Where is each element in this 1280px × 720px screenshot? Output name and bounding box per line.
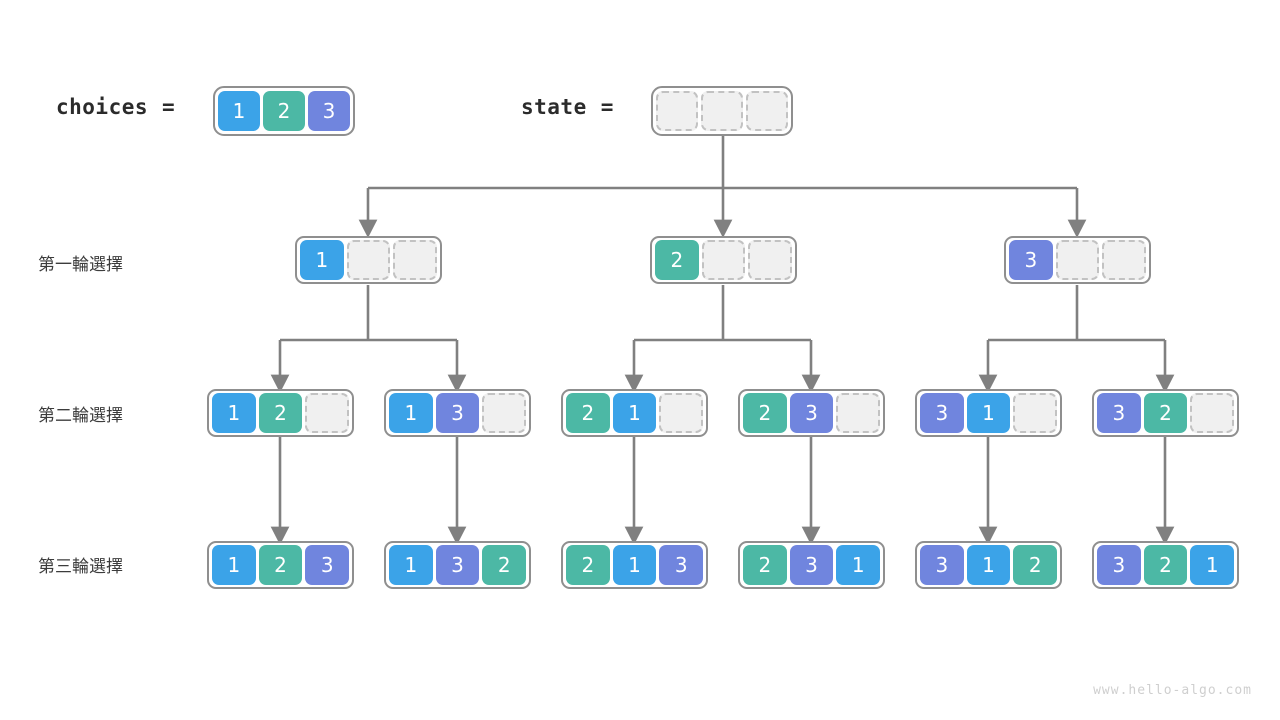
row-label-round-1: 第一輪選擇 bbox=[38, 255, 123, 275]
node-cell: 1 bbox=[1190, 545, 1235, 585]
node-cell bbox=[1102, 240, 1146, 280]
node-cell: 1 bbox=[212, 545, 256, 585]
state-equals-sign: = bbox=[600, 95, 614, 119]
node-round3-4: 2 3 1 bbox=[738, 541, 885, 589]
node-round1-1: 1 bbox=[295, 236, 442, 284]
node-cell: 3 bbox=[1009, 240, 1053, 280]
node-cell bbox=[346, 240, 391, 280]
watermark: www.hello-algo.com bbox=[1093, 683, 1252, 698]
node-round2-6: 3 2 bbox=[1092, 389, 1239, 437]
node-cell: 3 bbox=[920, 545, 964, 585]
node-cell bbox=[1190, 393, 1234, 433]
node-cell: 2 bbox=[482, 545, 527, 585]
node-cell bbox=[393, 240, 437, 280]
node-cell: 2 bbox=[258, 545, 303, 585]
node-cell: 3 bbox=[659, 545, 704, 585]
node-cell: 1 bbox=[300, 240, 344, 280]
node-cell: 3 bbox=[435, 393, 480, 433]
node-cell: 1 bbox=[212, 393, 256, 433]
node-round1-3: 3 bbox=[1004, 236, 1151, 284]
node-round1-2: 2 bbox=[650, 236, 797, 284]
node-cell bbox=[1055, 240, 1100, 280]
node-cell: 3 bbox=[1097, 393, 1141, 433]
node-cell bbox=[305, 393, 349, 433]
state-cell bbox=[701, 91, 743, 131]
node-cell bbox=[659, 393, 703, 433]
state-cell bbox=[746, 91, 788, 131]
node-cell: 1 bbox=[836, 545, 881, 585]
choices-cell: 1 bbox=[218, 91, 260, 131]
choices-assignment: choices = bbox=[56, 95, 189, 119]
node-cell: 1 bbox=[389, 393, 433, 433]
node-cell: 1 bbox=[966, 393, 1011, 433]
node-cell: 2 bbox=[1143, 393, 1188, 433]
node-round2-5: 3 1 bbox=[915, 389, 1062, 437]
node-round3-6: 3 2 1 bbox=[1092, 541, 1239, 589]
node-cell: 2 bbox=[743, 393, 787, 433]
node-cell: 3 bbox=[1097, 545, 1141, 585]
node-round3-2: 1 3 2 bbox=[384, 541, 531, 589]
node-round2-3: 2 1 bbox=[561, 389, 708, 437]
node-cell: 1 bbox=[389, 545, 433, 585]
node-cell bbox=[748, 240, 792, 280]
choices-cell: 2 bbox=[263, 91, 305, 131]
node-cell: 2 bbox=[655, 240, 699, 280]
node-cell: 1 bbox=[612, 545, 657, 585]
row-label-round-2: 第二輪選擇 bbox=[38, 406, 123, 426]
state-array bbox=[651, 86, 793, 136]
node-cell: 3 bbox=[435, 545, 480, 585]
node-cell: 2 bbox=[1143, 545, 1188, 585]
node-cell: 3 bbox=[920, 393, 964, 433]
node-cell bbox=[482, 393, 526, 433]
node-cell bbox=[1013, 393, 1057, 433]
node-round3-5: 3 1 2 bbox=[915, 541, 1062, 589]
state-label: state bbox=[521, 95, 587, 119]
node-round3-3: 2 1 3 bbox=[561, 541, 708, 589]
row-label-round-3: 第三輪選擇 bbox=[38, 557, 123, 577]
node-cell bbox=[701, 240, 746, 280]
node-cell: 2 bbox=[566, 393, 610, 433]
state-cell bbox=[656, 91, 698, 131]
node-round2-4: 2 3 bbox=[738, 389, 885, 437]
choices-cell: 3 bbox=[308, 91, 350, 131]
node-cell: 3 bbox=[789, 545, 834, 585]
node-cell: 3 bbox=[305, 545, 350, 585]
node-round3-1: 1 2 3 bbox=[207, 541, 354, 589]
node-cell: 1 bbox=[612, 393, 657, 433]
node-cell: 2 bbox=[743, 545, 787, 585]
choices-array: 1 2 3 bbox=[213, 86, 355, 136]
choices-label: choices bbox=[56, 95, 149, 119]
node-cell bbox=[836, 393, 880, 433]
node-cell: 3 bbox=[789, 393, 834, 433]
node-cell: 2 bbox=[566, 545, 610, 585]
node-round2-1: 1 2 bbox=[207, 389, 354, 437]
node-round2-2: 1 3 bbox=[384, 389, 531, 437]
node-cell: 2 bbox=[258, 393, 303, 433]
state-assignment: state = bbox=[521, 95, 627, 119]
node-cell: 1 bbox=[966, 545, 1011, 585]
node-cell: 2 bbox=[1013, 545, 1058, 585]
choices-equals-sign: = bbox=[162, 95, 175, 119]
